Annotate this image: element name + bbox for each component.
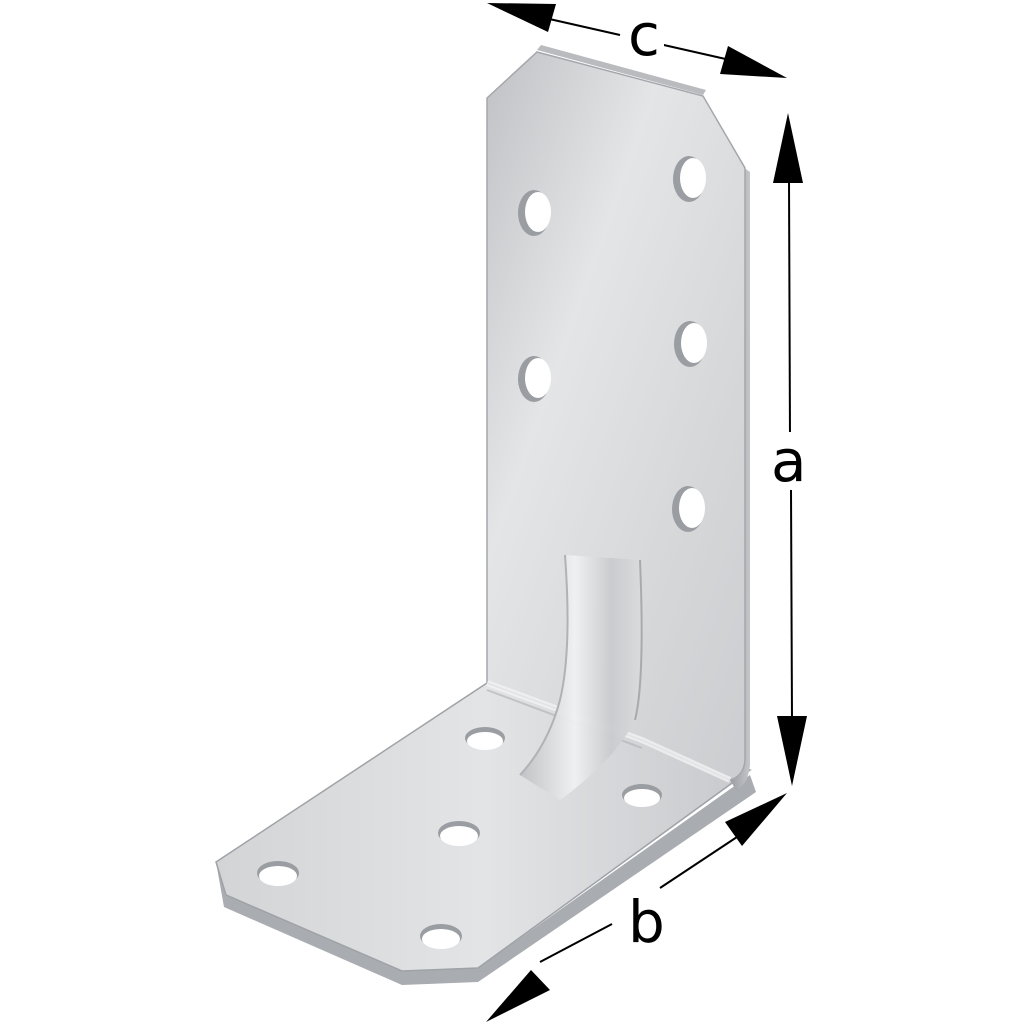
dimension-label-b: b (624, 893, 669, 951)
hole (420, 924, 462, 949)
hole (672, 486, 705, 532)
vertical-flange (485, 45, 750, 790)
dimension-label-a: a (767, 432, 811, 490)
dimension-b-line (486, 793, 787, 1022)
horizontal-flange-holes (257, 727, 662, 949)
vertical-flange-holes (518, 156, 707, 532)
arrow-down-icon (777, 716, 807, 786)
hole (465, 727, 505, 750)
hole (518, 190, 551, 236)
hole (257, 861, 299, 886)
arrow-up-icon (773, 113, 803, 183)
stiffening-rib (519, 554, 643, 800)
hole (438, 821, 480, 846)
hole (673, 156, 706, 202)
arrow-up-right-icon (725, 793, 787, 846)
hole (622, 784, 662, 807)
hole (518, 356, 551, 402)
arrow-down-left-icon (486, 970, 550, 1022)
arrow-right-icon (720, 46, 787, 78)
hole (674, 321, 707, 367)
dimension-a-line (773, 113, 807, 786)
dimension-label-c: c (624, 6, 664, 64)
arrow-left-icon (487, 3, 556, 32)
dimension-c-line (487, 3, 787, 78)
